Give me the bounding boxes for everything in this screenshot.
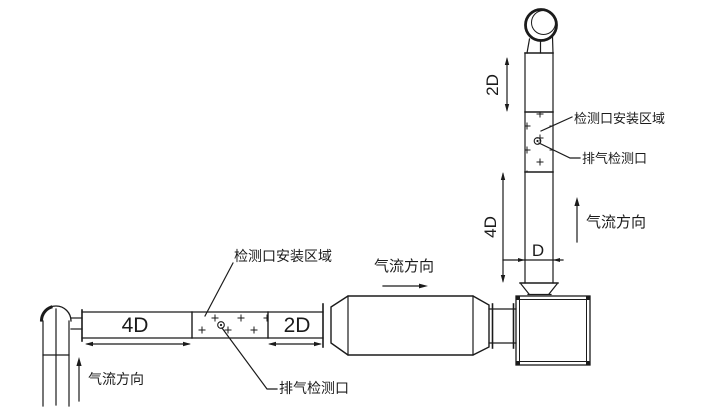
stack-exhaust-port-leader — [538, 142, 581, 159]
duct-airflow-label: 气流方向 — [88, 371, 144, 387]
stack-exhaust-port-symbol — [533, 137, 542, 145]
stack-airflow-arrow — [574, 197, 580, 243]
muffler-airflow-arrow — [382, 283, 428, 289]
box-inlet-connector — [488, 303, 517, 349]
stack-detection-area-leader — [540, 116, 573, 132]
duct-dim-2d — [268, 341, 322, 347]
stack-detection-zone-hatch — [525, 112, 553, 172]
stack-dim-d-label: D — [532, 241, 544, 260]
stack-dim-4d-label: 4D — [481, 216, 500, 238]
duct-exhaust-port-leader — [221, 327, 278, 390]
muffler — [322, 295, 490, 356]
duct-exhaust-port-label: 排气检测口 — [279, 380, 349, 396]
stack-dim-2d-label: 2D — [483, 74, 502, 96]
stack-dim-4d — [500, 172, 506, 283]
stack-reducer — [519, 282, 559, 296]
duct-detection-area-label: 检测口安装区域 — [234, 248, 332, 264]
stack-airflow-label: 气流方向 — [586, 214, 646, 231]
duct-elbow — [39, 305, 83, 407]
stack-detection-area-label: 检测口安装区域 — [574, 111, 665, 126]
stack-exhaust-port-label: 排气检测口 — [582, 151, 647, 166]
stack-dim-2d — [504, 57, 510, 112]
stack-dim-d — [502, 258, 564, 262]
fan-box — [515, 295, 591, 366]
duct-exhaust-port-symbol — [217, 321, 225, 329]
duct-dim-2d-label: 2D — [284, 314, 311, 337]
muffler-airflow-label: 气流方向 — [374, 258, 434, 275]
duct-detection-area-leader — [204, 262, 234, 317]
duct-dim-4d-label: 4D — [122, 314, 149, 337]
duct-airflow-arrow — [76, 357, 82, 402]
stack-rain-cap — [524, 8, 558, 54]
duct-detection-zone-hatch — [192, 312, 268, 338]
duct-dim-4d — [85, 341, 191, 347]
